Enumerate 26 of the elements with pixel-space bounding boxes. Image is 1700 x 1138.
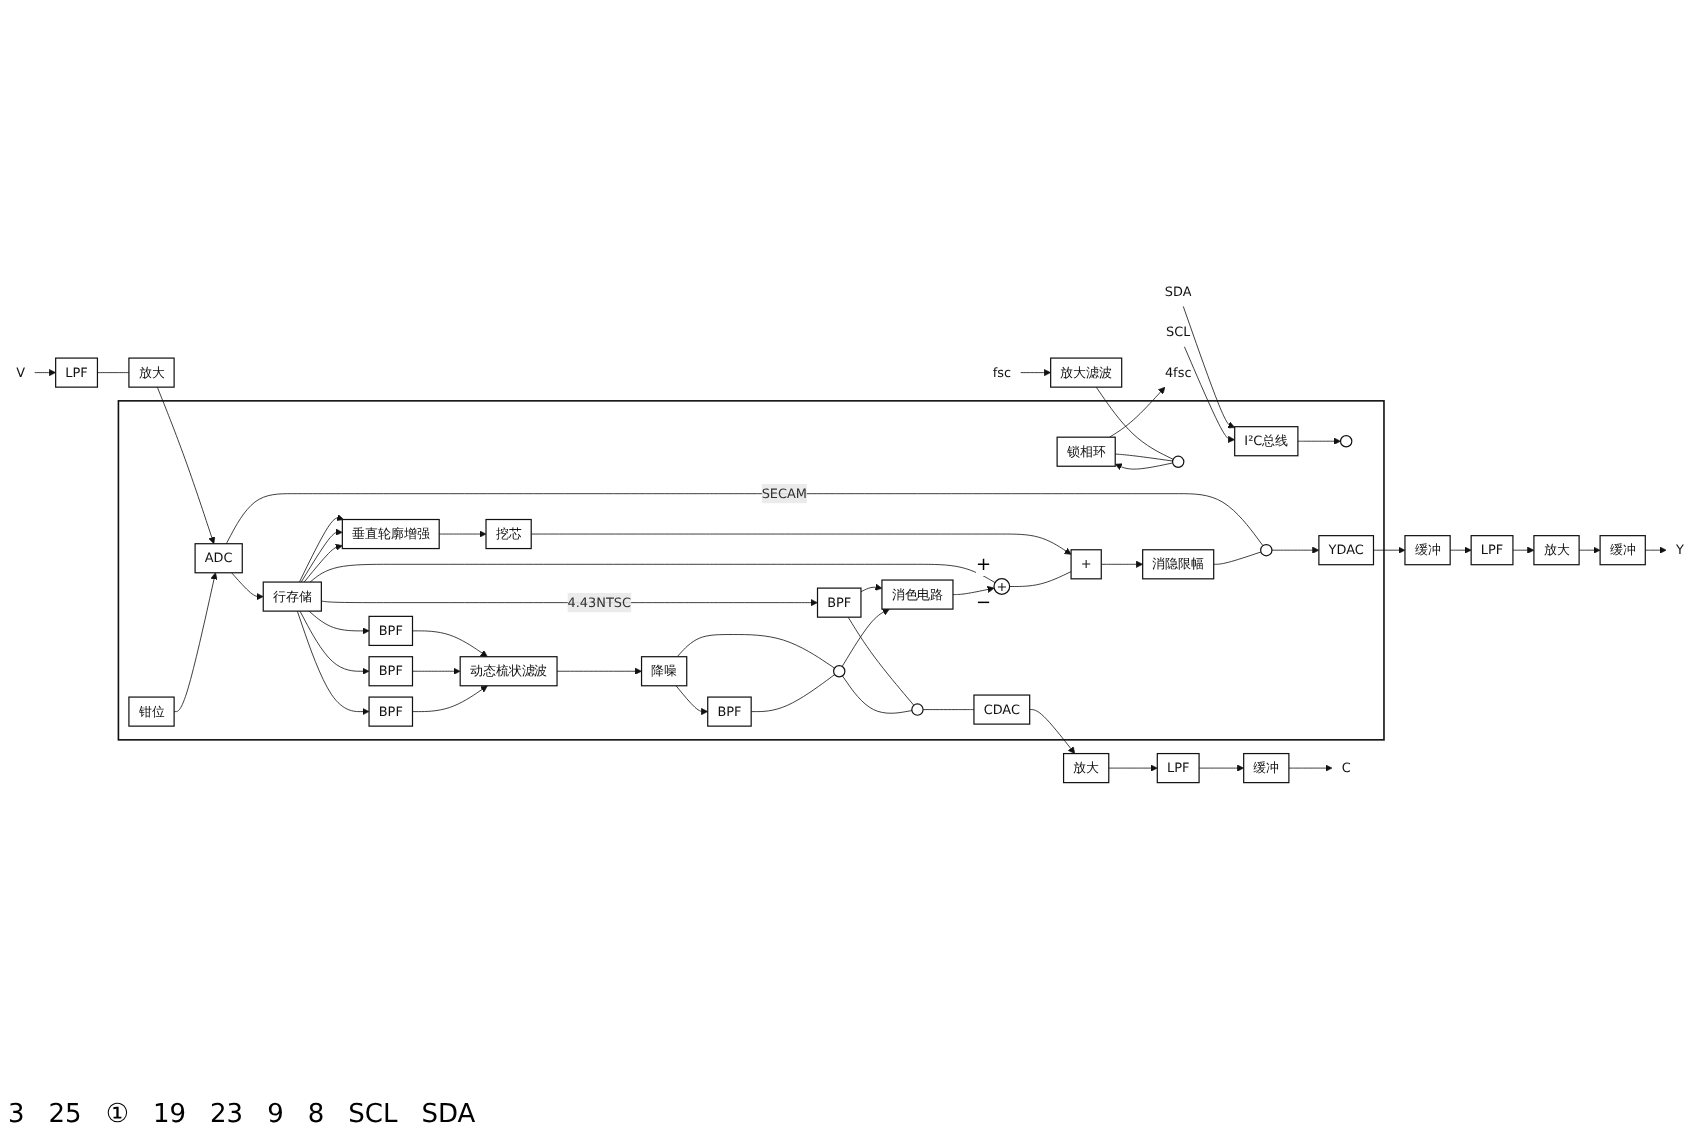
- connector-line: [1095, 386, 1174, 460]
- connector-line: [225, 493, 1264, 547]
- connector-line: [309, 563, 996, 583]
- node-switch: [911, 703, 924, 716]
- pin-label: 25: [48, 1100, 82, 1130]
- pin-label: 8: [307, 1100, 325, 1130]
- connector-line: [1009, 571, 1072, 587]
- pin-label: 3: [8, 1100, 25, 1130]
- connector-line: [1114, 453, 1173, 462]
- pin-label: ①: [105, 1100, 129, 1130]
- connector-line: [847, 616, 915, 706]
- pin-label: SDA: [421, 1100, 476, 1130]
- cluster: [117, 400, 1385, 741]
- pin-label: 19: [152, 1100, 187, 1130]
- node-switch: [1171, 455, 1185, 469]
- pin-label: 23: [210, 1100, 244, 1130]
- connector-line: [97, 372, 130, 373]
- connector-line: [842, 675, 913, 714]
- connector-line: [676, 634, 835, 669]
- pin-label: 9: [267, 1100, 284, 1130]
- node-switch: [832, 665, 846, 678]
- connector-line: [750, 674, 836, 712]
- node-switch: [1260, 543, 1273, 557]
- pin-label: SCL: [348, 1100, 398, 1130]
- connector-line: [1213, 551, 1262, 565]
- connector-line: [922, 709, 975, 710]
